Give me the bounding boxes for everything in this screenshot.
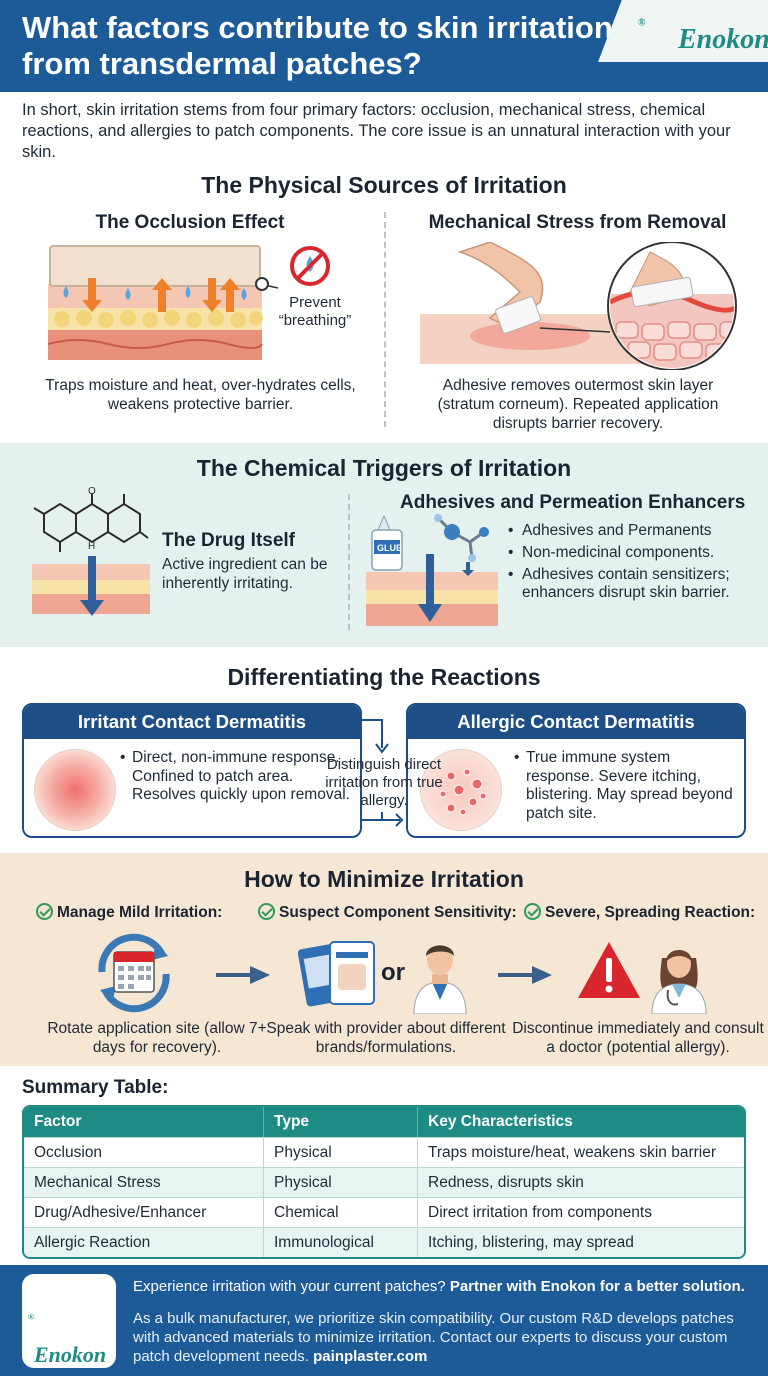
- allergic-card-desc: True immune system response. Severe itch…: [514, 749, 738, 823]
- brand-logo: Enokon ®: [598, 0, 768, 62]
- table-cell: Itching, blistering, may spread: [428, 1234, 634, 1251]
- removal-illustration: [420, 242, 737, 370]
- warning-icon: [578, 942, 640, 998]
- page-title: What factors contribute to skin irritati…: [22, 10, 613, 81]
- occlusion-title: The Occlusion Effect: [95, 212, 285, 233]
- mechanical-caption: Adhesive removes outermost skin layer (s…: [437, 377, 719, 432]
- allergic-card-title: Allergic Contact Dermatitis: [408, 705, 744, 739]
- doctor-female-icon: [651, 950, 707, 1014]
- footer-website-link[interactable]: painplaster.com: [313, 1348, 428, 1365]
- step-3-label: Severe, Spreading Reaction:: [524, 903, 755, 922]
- section-divider: [384, 212, 386, 427]
- step-2-caption: Speak with provider about different bran…: [266, 1020, 506, 1056]
- table-cell: Redness, disrupts skin: [428, 1174, 584, 1191]
- irritant-dermatitis-card: Irritant Contact Dermatitis Direct, non-…: [22, 703, 362, 838]
- arrow-right-icon: [498, 966, 552, 984]
- footer-logo: Enokon ®: [22, 1274, 116, 1368]
- footer-banner: Enokon ® Experience irritation with your …: [0, 1265, 768, 1376]
- glue-bottle-icon: GLUE: [366, 514, 498, 626]
- patch-packages-icon: [298, 941, 375, 1007]
- drug-itself-desc: Active ingredient can be inherently irri…: [162, 556, 328, 592]
- footer-logo-mark: ®: [28, 1312, 34, 1322]
- adhesives-title: Adhesives and Permeation Enhancers: [400, 492, 746, 513]
- header-banner: What factors contribute to skin irritati…: [0, 0, 768, 92]
- table-header-cell: Key Characteristics: [428, 1113, 573, 1130]
- allergic-blister-icon: [420, 749, 502, 831]
- footer-description: As a bulk manufacturer, we prioritize sk…: [133, 1310, 734, 1365]
- or-label: or: [381, 959, 405, 986]
- occlusion-callout: Prevent “breathing”: [278, 294, 352, 329]
- reactions-section-title: Differentiating the Reactions: [227, 664, 541, 690]
- occlusion-skin-illustration: [48, 245, 330, 360]
- doctor-male-icon: [413, 945, 467, 1014]
- table-header-cell: Type: [264, 1107, 418, 1137]
- molecule-hydrogen-label: H: [88, 541, 95, 552]
- irritation-rash-icon: [34, 749, 116, 831]
- connector-arrows: [362, 719, 404, 827]
- table-cell: Occlusion: [24, 1138, 264, 1167]
- table-cell: Allergic Reaction: [24, 1228, 264, 1257]
- drug-itself-title: The Drug Itself: [162, 530, 296, 551]
- check-icon: [258, 903, 275, 920]
- footer-cta: Experience irritation with your current …: [133, 1278, 745, 1295]
- rotate-calendar-icon: [98, 933, 170, 1013]
- glue-bottle-label: GLUE: [377, 543, 402, 553]
- physical-section-title: The Physical Sources of Irritation: [201, 172, 567, 198]
- chemical-section-title: The Chemical Triggers of Irritation: [196, 455, 572, 481]
- step-2-label: Suspect Component Sensitivity:: [258, 903, 517, 922]
- table-row: Allergic Reaction Immunological Itching,…: [24, 1227, 744, 1257]
- table-row: Drug/Adhesive/Enhancer Chemical Direct i…: [24, 1197, 744, 1227]
- irritant-card-desc: Direct, non-immune response. Confined to…: [120, 749, 352, 805]
- chemical-divider: [348, 494, 350, 630]
- occlusion-caption: Traps moisture and heat, over-hydrates c…: [45, 377, 356, 413]
- arrow-right-icon: [216, 966, 270, 984]
- table-cell: Physical: [264, 1168, 418, 1197]
- table-cell: Drug/Adhesive/Enhancer: [24, 1198, 264, 1227]
- summary-table-title: Summary Table:: [22, 1077, 169, 1098]
- table-header-row: Factor Type Key Characteristics: [24, 1107, 744, 1137]
- brand-registered-mark: ®: [638, 17, 646, 29]
- drug-molecule-icon: O H: [32, 486, 150, 616]
- intro-paragraph: In short, skin irritation stems from fou…: [22, 101, 731, 161]
- footer-logo-name: Enokon: [34, 1342, 107, 1367]
- table-cell: Immunological: [264, 1228, 418, 1257]
- adhesives-bullet: Adhesives contain sensitizers; enhancers…: [508, 566, 753, 602]
- table-cell: Chemical: [264, 1198, 418, 1227]
- table-cell: Traps moisture/heat, weakens skin barrie…: [428, 1144, 717, 1161]
- step-3-caption: Discontinue immediately and consult a do…: [512, 1020, 764, 1056]
- allergic-dermatitis-card: Allergic Contact Dermatitis True immune …: [406, 703, 746, 838]
- table-cell: Physical: [264, 1138, 418, 1167]
- minimize-section-title: How to Minimize Irritation: [244, 866, 524, 892]
- summary-table: Factor Type Key Characteristics Occlusio…: [22, 1105, 746, 1259]
- brand-name: Enokon: [678, 24, 768, 55]
- check-icon: [524, 903, 541, 920]
- table-row: Occlusion Physical Traps moisture/heat, …: [24, 1137, 744, 1167]
- table-cell: Direct irritation from components: [428, 1204, 652, 1221]
- step-1-label: Manage Mild Irritation:: [36, 903, 222, 922]
- step-1-caption: Rotate application site (allow 7+ days f…: [47, 1020, 267, 1056]
- table-header-cell: Factor: [24, 1107, 264, 1137]
- mechanical-title: Mechanical Stress from Removal: [428, 212, 727, 233]
- adhesives-bullet-list: Adhesives and Permanents Non-medicinal c…: [508, 522, 753, 606]
- footer-cta-strong: Partner with Enokon for a better solutio…: [449, 1278, 745, 1295]
- table-row: Mechanical Stress Physical Redness, disr…: [24, 1167, 744, 1197]
- adhesives-bullet: Non-medicinal components.: [508, 544, 753, 562]
- adhesives-bullet: Adhesives and Permanents: [508, 522, 753, 540]
- table-cell: Mechanical Stress: [24, 1168, 264, 1197]
- molecule-oxygen-label: O: [88, 486, 96, 497]
- irritant-card-title: Irritant Contact Dermatitis: [24, 705, 360, 739]
- check-icon: [36, 903, 53, 920]
- distinguish-note: Distinguish direct irritation from true …: [325, 756, 443, 809]
